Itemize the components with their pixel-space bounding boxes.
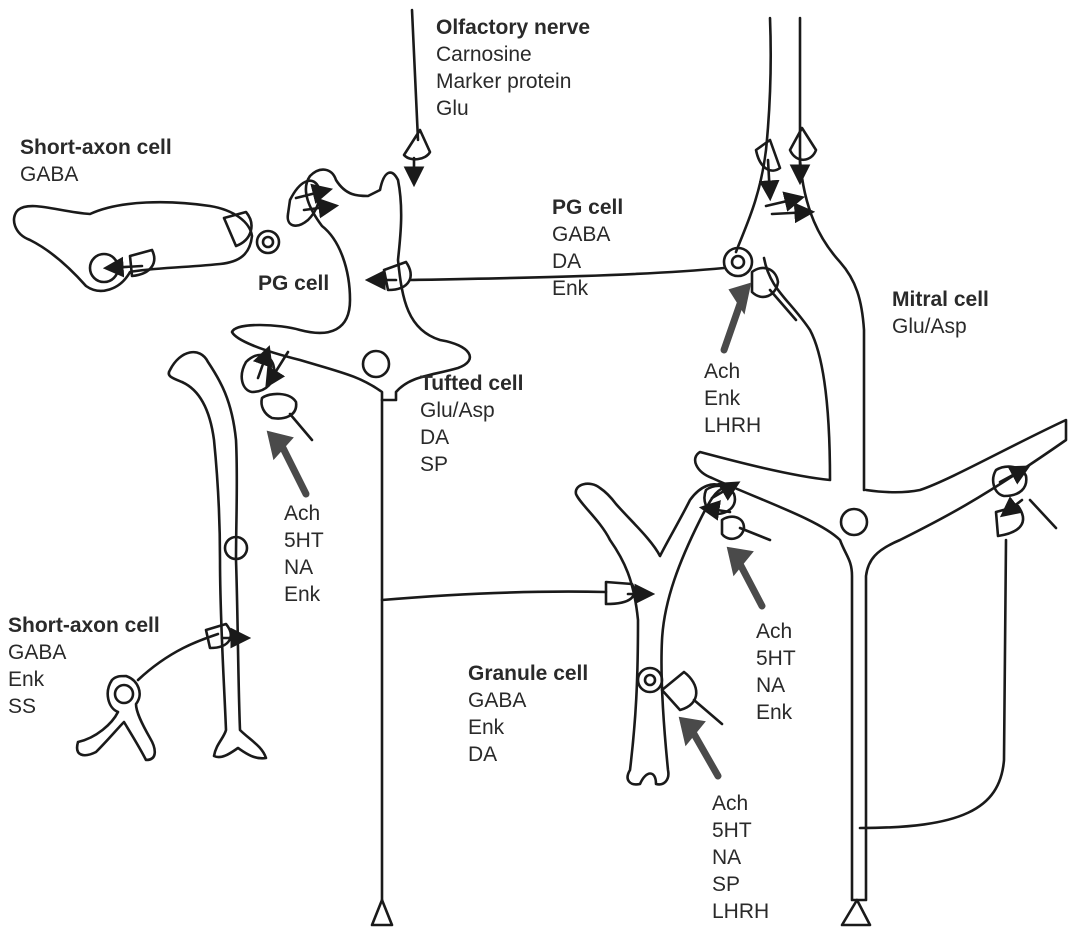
pg-cell-right-item: Enk [552, 275, 623, 302]
synapse-arrow [768, 160, 770, 196]
granule-dendrite-fiber [740, 528, 770, 540]
short-axon-pg-synapse-inner [263, 237, 273, 247]
input-item: Ach [284, 500, 324, 527]
mitral-collateral [860, 540, 1006, 828]
mitral-cell-dendrite-right [800, 18, 864, 490]
pg-cell-right-nucleus [732, 256, 744, 268]
input-item: 5HT [756, 645, 796, 672]
short-axon-cell-top-body [14, 202, 252, 291]
short-axon-bottom-item: SS [8, 693, 160, 720]
pg-left-lower-dendrite [242, 355, 275, 392]
olfactory-nerve-item: Glu [436, 95, 590, 122]
input-item: Enk [704, 385, 761, 412]
inputs-granule-body-label: Ach 5HT NA SP LHRH [712, 790, 769, 925]
inputs-tufted-label: Ach 5HT NA Enk [284, 500, 324, 608]
input-item: LHRH [704, 412, 761, 439]
inputs-granule-dendrite-label: Ach 5HT NA Enk [756, 618, 796, 726]
input-arrow-tufted [282, 446, 306, 494]
olfactory-nerve-axon [412, 10, 418, 140]
granule-cell-nucleus [638, 668, 662, 692]
synapse-arrow [268, 352, 288, 384]
pg-cell-right-item: DA [552, 248, 623, 275]
input-arrow-granule-dendrite [740, 564, 762, 606]
granule-cell-item: Enk [468, 714, 588, 741]
tufted-cell-item: Glu/Asp [420, 397, 523, 424]
mitral-cell-axon-terminal [842, 900, 870, 925]
synapse-arrow [304, 206, 334, 210]
pg-cell-right-label: PG cell GABA DA Enk [552, 194, 623, 302]
input-item: Ach [756, 618, 796, 645]
tufted-cell-item: SP [420, 451, 523, 478]
tufted-collateral [382, 592, 606, 600]
pg-cell-right-title: PG cell [552, 194, 623, 221]
olfactory-nerve-title: Olfactory nerve [436, 14, 590, 41]
short-axon-top-title: Short-axon cell [20, 134, 172, 161]
short-axon-pg-synapse [257, 231, 279, 253]
mitral-cell-label: Mitral cell Glu/Asp [892, 286, 989, 340]
tufted-cell-label: Tufted cell Glu/Asp DA SP [420, 370, 523, 478]
input-item: Enk [284, 581, 324, 608]
olfactory-nerve-label: Olfactory nerve Carnosine Marker protein… [436, 14, 590, 122]
pg-cell-left-title: PG cell [258, 272, 329, 296]
input-item: NA [712, 844, 769, 871]
input-arrow-granule-body [694, 734, 718, 776]
short-axon-bottom-title: Short-axon cell [8, 612, 160, 639]
pg-cell-left-lower [169, 352, 266, 758]
short-axon-bottom-label: Short-axon cell GABA Enk SS [8, 612, 160, 720]
pg-cell-right-body [724, 248, 752, 276]
input-arrow-pg-right [724, 304, 740, 350]
granule-cell-title: Granule cell [468, 660, 588, 687]
olfactory-nerve-terminal [404, 130, 430, 159]
granule-cell-item: DA [468, 741, 588, 768]
pg-cell-left-terminal [384, 262, 411, 290]
input-item: Ach [712, 790, 769, 817]
tufted-cell-title: Tufted cell [420, 370, 523, 397]
input-item: Ach [704, 358, 761, 385]
inputs-pg-right-label: Ach Enk LHRH [704, 358, 761, 439]
synapse-arrow [766, 198, 800, 206]
granule-cell-nucleus-inner [645, 675, 655, 685]
synapse-arrow [108, 266, 142, 268]
short-axon-bottom-item: GABA [8, 639, 160, 666]
mitral-cell-dendrite-left [736, 18, 771, 252]
granule-cell-label: Granule cell GABA Enk DA [468, 660, 588, 768]
tufted-cell-item: DA [420, 424, 523, 451]
pg-left-lower-fiber [290, 414, 312, 440]
input-item: NA [756, 672, 796, 699]
granule-cell-body [576, 484, 724, 785]
granule-input-terminal [662, 672, 696, 710]
mitral-cell-nucleus [841, 509, 867, 535]
input-item: Enk [756, 699, 796, 726]
short-axon-bottom-item: Enk [8, 666, 160, 693]
synapse-arrow [772, 212, 810, 214]
tufted-cell-nucleus [363, 351, 389, 377]
granule-cell-item: GABA [468, 687, 588, 714]
mitral-lateral-dendrite [1030, 500, 1056, 528]
olfactory-nerve-item: Carnosine [436, 41, 590, 68]
mitral-cell-title: Mitral cell [892, 286, 989, 313]
synapse-arrow [296, 190, 328, 198]
short-axon-top-label: Short-axon cell GABA [20, 134, 172, 188]
input-item: 5HT [284, 527, 324, 554]
mitral-cell-item: Glu/Asp [892, 313, 989, 340]
pg-cell-left-dendrite [288, 181, 320, 226]
olfactory-nerve-terminal-right [790, 128, 816, 160]
input-item: 5HT [712, 817, 769, 844]
synapse-arrow [1000, 468, 1026, 482]
pg-cell-right-item: GABA [552, 221, 623, 248]
input-item: NA [284, 554, 324, 581]
input-item: SP [712, 871, 769, 898]
input-item: LHRH [712, 898, 769, 925]
tufted-cell-axon-terminal [372, 900, 392, 925]
olfactory-nerve-item: Marker protein [436, 68, 590, 95]
short-axon-top-item: GABA [20, 161, 172, 188]
